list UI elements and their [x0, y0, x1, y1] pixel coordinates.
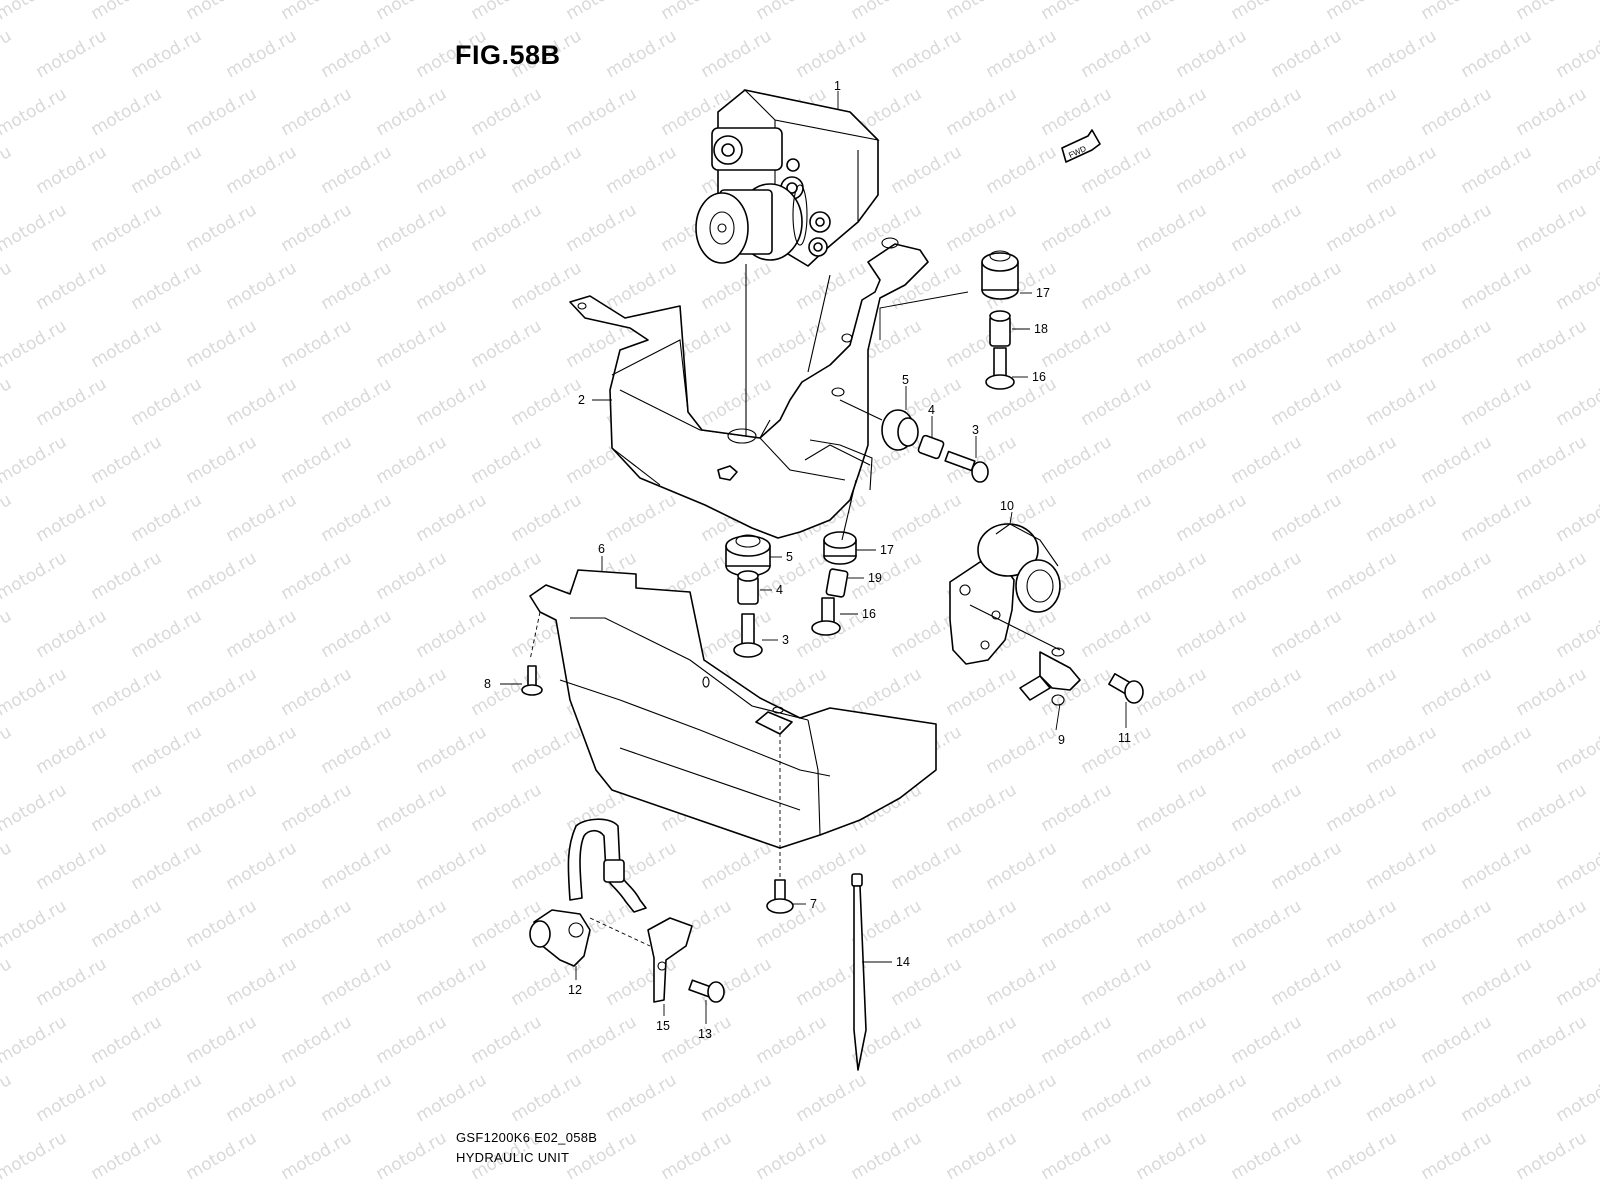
callout-1: 1: [834, 79, 841, 93]
hose-fitting-part: [529, 818, 647, 967]
clamp-part: [647, 917, 693, 1003]
callout-17-top: 17: [1036, 286, 1050, 300]
lower-cover-part: [529, 569, 937, 849]
bracket-part: [569, 237, 929, 539]
callout-18: 18: [1034, 322, 1048, 336]
sensor-bracket-part: [949, 523, 1061, 665]
figure-code: GSF1200K6 E02_058B: [456, 1130, 598, 1145]
callout-8: 8: [484, 677, 491, 691]
callout-4-lower: 4: [776, 583, 783, 597]
fasteners: [521, 250, 1144, 1003]
callout-2: 2: [578, 393, 585, 407]
callout-3-right: 3: [972, 423, 979, 437]
callout-16-lower: 16: [862, 607, 876, 621]
callout-labels: 1 2 3 3 4 4 5 5 6 7 8 9 10 11 12 13 14 1…: [484, 79, 1131, 1041]
cable-tie-part: [851, 873, 867, 1071]
callout-7: 7: [810, 897, 817, 911]
callout-14: 14: [896, 955, 910, 969]
sensor-part: [1019, 647, 1081, 706]
callout-4-right: 4: [928, 403, 935, 417]
callout-10: 10: [1000, 499, 1014, 513]
callout-13: 13: [698, 1027, 712, 1041]
callout-3-lower: 3: [782, 633, 789, 647]
callout-19: 19: [868, 571, 882, 585]
callout-6: 6: [598, 542, 605, 556]
figure-name: HYDRAULIC UNIT: [456, 1150, 570, 1165]
callout-16-top: 16: [1032, 370, 1046, 384]
figure-title: FIG.58B: [455, 40, 561, 70]
callout-5-lower: 5: [786, 550, 793, 564]
callout-5-right: 5: [902, 373, 909, 387]
callout-17-lower: 17: [880, 543, 894, 557]
assembly-lines: [529, 264, 1061, 947]
callout-9: 9: [1058, 733, 1065, 747]
hydraulic-unit-part: [695, 89, 880, 267]
callout-15: 15: [656, 1019, 670, 1033]
callout-12: 12: [568, 983, 582, 997]
fwd-arrow-icon: FWD: [1061, 129, 1101, 163]
callout-leaders: [500, 91, 1127, 1024]
callout-11: 11: [1118, 731, 1131, 745]
